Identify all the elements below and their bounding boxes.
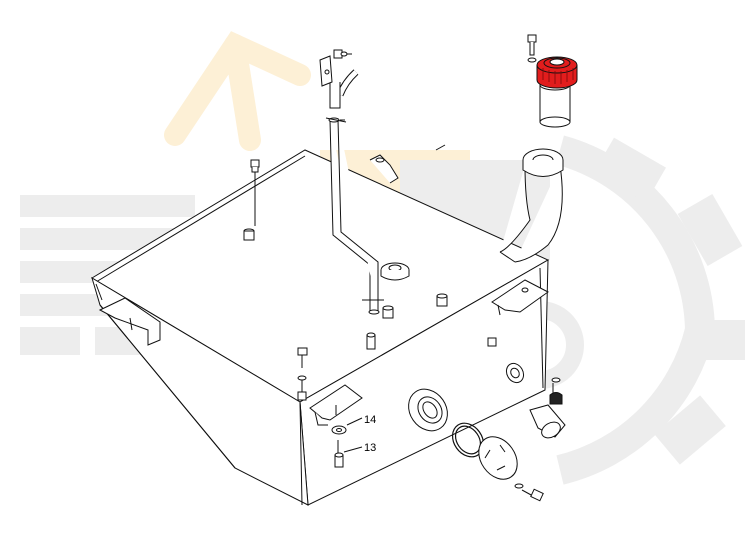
bolt-top-front — [297, 347, 308, 401]
bolt-part-13 — [334, 440, 363, 468]
cover-plate — [478, 436, 518, 480]
washer-part-14 — [331, 405, 363, 435]
o-ring — [451, 422, 485, 458]
callout-14: 14 — [364, 414, 376, 426]
mounting-lug-left — [98, 297, 161, 346]
callout-13: 13 — [364, 442, 376, 454]
cover-bolt — [514, 483, 544, 502]
return-pipe — [319, 49, 384, 315]
fuel-tank-body — [91, 149, 550, 506]
filler-cap-icon — [536, 56, 578, 89]
top-fittings — [243, 144, 497, 350]
cap-bolt — [527, 34, 537, 63]
bolt-top-left — [250, 159, 260, 226]
mounting-lug-right — [491, 279, 549, 316]
mounting-lug-front — [309, 384, 363, 426]
access-port — [408, 388, 448, 432]
drain-fitting — [505, 362, 566, 439]
